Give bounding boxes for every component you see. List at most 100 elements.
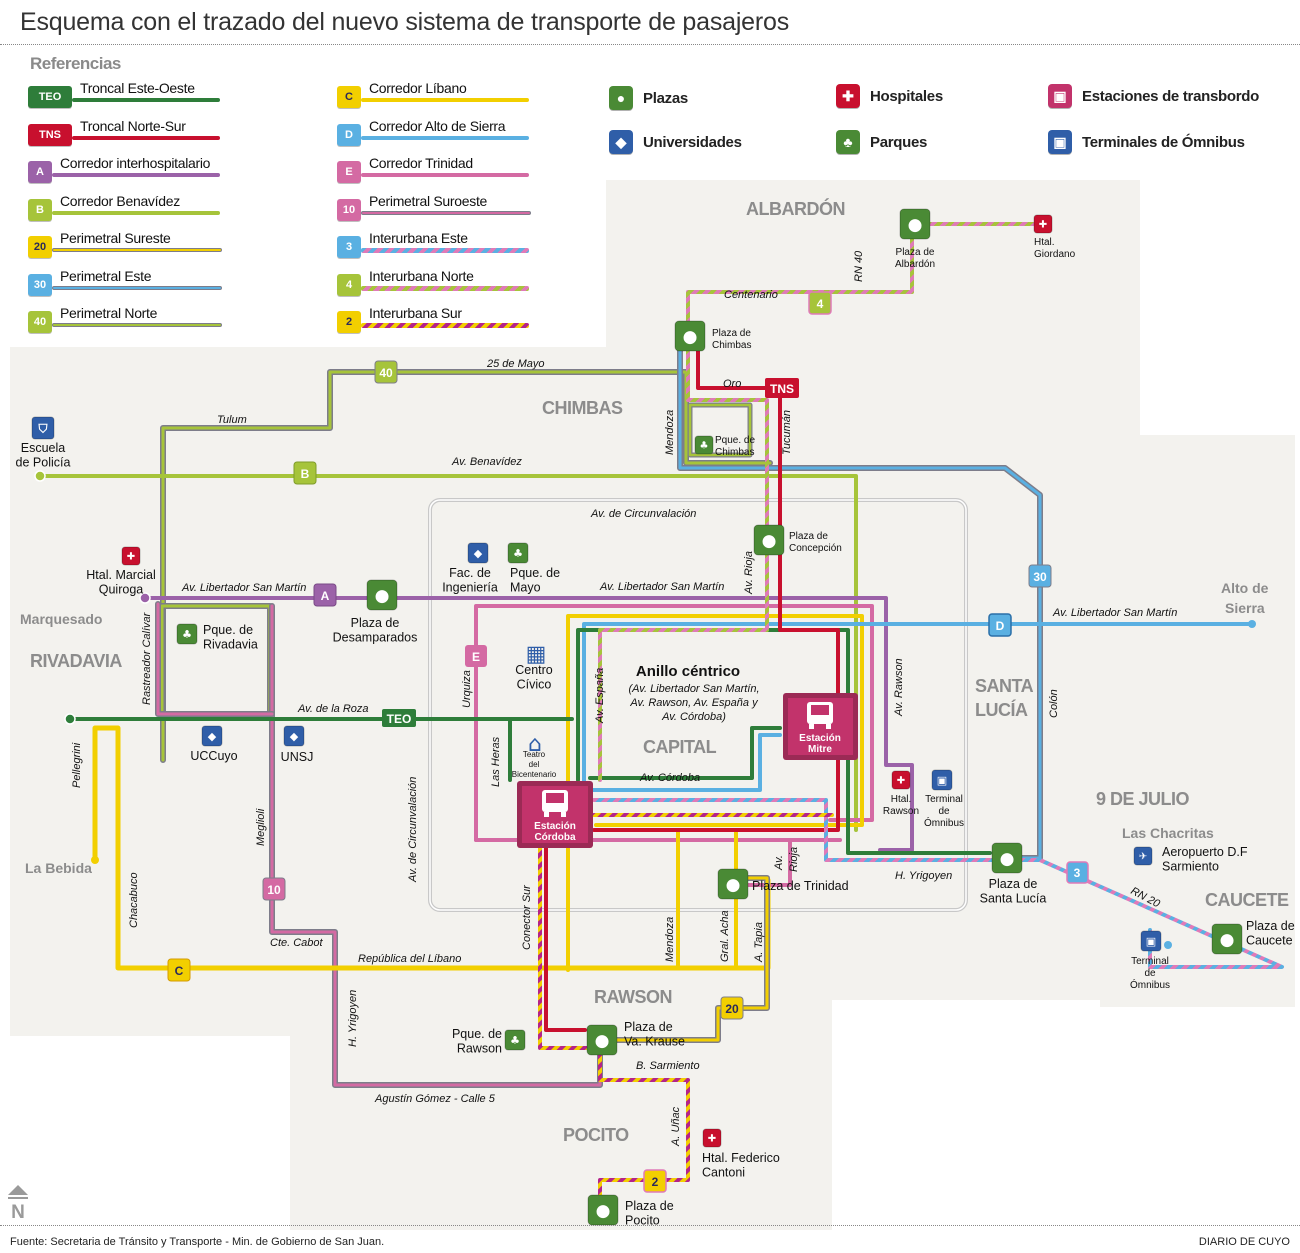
poi-htal-rawson[interactable]: ✚Htal.Rawson bbox=[883, 770, 919, 817]
poi-label: Chimbas bbox=[712, 340, 751, 351]
legend-swatch bbox=[72, 98, 220, 102]
legend-badge: B bbox=[28, 198, 52, 221]
district-caucete: CAUCETE bbox=[1205, 890, 1289, 910]
locality-alto-sierra-2: Sierra bbox=[1225, 600, 1265, 616]
poi-label: Htal. Federico bbox=[702, 1151, 780, 1165]
badge-route-teo-label: TEO bbox=[387, 712, 412, 726]
badge-route-d[interactable]: D bbox=[988, 613, 1012, 637]
station-icon: ▣ bbox=[1048, 84, 1072, 108]
route-a bbox=[143, 596, 914, 852]
legend-badge: 4 bbox=[337, 273, 361, 296]
badge-route-teo[interactable]: TEO bbox=[382, 709, 416, 727]
svg-text:✚: ✚ bbox=[1039, 220, 1047, 231]
badge-route-3-label: 3 bbox=[1074, 866, 1081, 880]
svg-text:●: ● bbox=[595, 1031, 610, 1051]
ring-subtitle-1: (Av. Libertador San Martín, bbox=[628, 683, 759, 695]
hospital-icon: ✚ bbox=[702, 1128, 722, 1148]
plaza-icon: ● bbox=[717, 868, 749, 900]
svg-text:✚: ✚ bbox=[708, 1134, 716, 1145]
street-libertador-west: Av. Libertador San Martín bbox=[181, 582, 306, 594]
legend-badge: E bbox=[337, 161, 361, 183]
poi-label: Htal. bbox=[891, 794, 912, 805]
badge-route-tns[interactable]: TNS bbox=[765, 378, 799, 398]
street-rn40: RN 40 bbox=[853, 250, 865, 282]
street-meglioli: Meglioli bbox=[255, 808, 267, 846]
park-icon: ♣ bbox=[504, 1029, 526, 1051]
poi-label: Terminal bbox=[1131, 956, 1169, 967]
badge-route-20[interactable]: 20 bbox=[720, 996, 744, 1020]
legend-poi-label: Estaciones de transbordo bbox=[1082, 87, 1260, 105]
badge-route-30[interactable]: 30 bbox=[1028, 564, 1052, 588]
badge-route-10[interactable]: 10 bbox=[262, 877, 286, 901]
district-chimbas: CHIMBAS bbox=[542, 398, 623, 418]
street-benavidez: Av. Benavídez bbox=[451, 456, 522, 468]
legend-badge: 20 bbox=[28, 236, 52, 258]
svg-text:●: ● bbox=[1220, 930, 1235, 950]
poi-label: Chimbas bbox=[715, 447, 754, 458]
poi-unsj[interactable]: ◆UNSJ bbox=[281, 725, 314, 764]
badge-route-4[interactable]: 4 bbox=[808, 291, 832, 315]
bus-terminal-icon: ▣ bbox=[931, 769, 953, 791]
svg-text:✚: ✚ bbox=[127, 552, 135, 563]
badge-route-2[interactable]: 2 bbox=[643, 1169, 667, 1193]
badge-route-e[interactable]: E bbox=[465, 645, 487, 667]
legend-badge: A bbox=[28, 161, 52, 183]
badge-route-b[interactable]: B bbox=[293, 461, 317, 485]
bus-terminal-icon: ▣ bbox=[1048, 130, 1072, 154]
street-circunvalacion-west: Av. de Circunvalación bbox=[407, 777, 419, 883]
poi-label: Plaza de bbox=[896, 247, 935, 258]
badge-route-3[interactable]: 3 bbox=[1066, 861, 1089, 884]
street-cordoba: Av. Córdoba bbox=[639, 772, 700, 784]
badge-route-c[interactable]: C bbox=[167, 958, 191, 982]
badge-route-a[interactable]: A bbox=[313, 583, 337, 607]
badge-route-tns-label: TNS bbox=[770, 382, 794, 396]
poi-label: Htal. bbox=[1034, 237, 1055, 248]
svg-text:▣: ▣ bbox=[937, 774, 947, 787]
poi-htal-giordano[interactable]: ✚Htal.Giordano bbox=[1033, 214, 1076, 260]
badge-route-40[interactable]: 40 bbox=[374, 360, 398, 384]
district-pocito: POCITO bbox=[563, 1125, 629, 1145]
station-mitre[interactable]: Estación Mitre bbox=[783, 693, 858, 760]
station-cordoba[interactable]: Estación Córdoba bbox=[517, 781, 593, 848]
legend-label: Corredor interhospitalario bbox=[60, 155, 211, 171]
legend-badge: C bbox=[337, 86, 361, 108]
street-rioja-south-2: Rioja bbox=[788, 847, 800, 872]
park-icon: ♣ bbox=[836, 130, 860, 154]
street-rioja-north: Av. Rioja bbox=[743, 551, 755, 595]
poi-uccuyo[interactable]: ◆UCCuyo bbox=[190, 725, 238, 763]
street-tucuman: Tucumán bbox=[781, 410, 793, 455]
poi-plaza-trinidad[interactable]: ●Plaza de Trinidad bbox=[717, 868, 849, 900]
street-de-la-roza: Av. de la Roza bbox=[297, 703, 369, 715]
poi-label: Santa Lucía bbox=[980, 892, 1047, 906]
legend-swatch bbox=[72, 135, 220, 140]
poi-label: Desamparados bbox=[333, 631, 418, 645]
ring-label: Anillo céntrico (Av. Libertador San Mart… bbox=[628, 663, 759, 723]
svg-text:◆: ◆ bbox=[474, 547, 483, 560]
street-sarmiento: B. Sarmiento bbox=[636, 1060, 700, 1072]
